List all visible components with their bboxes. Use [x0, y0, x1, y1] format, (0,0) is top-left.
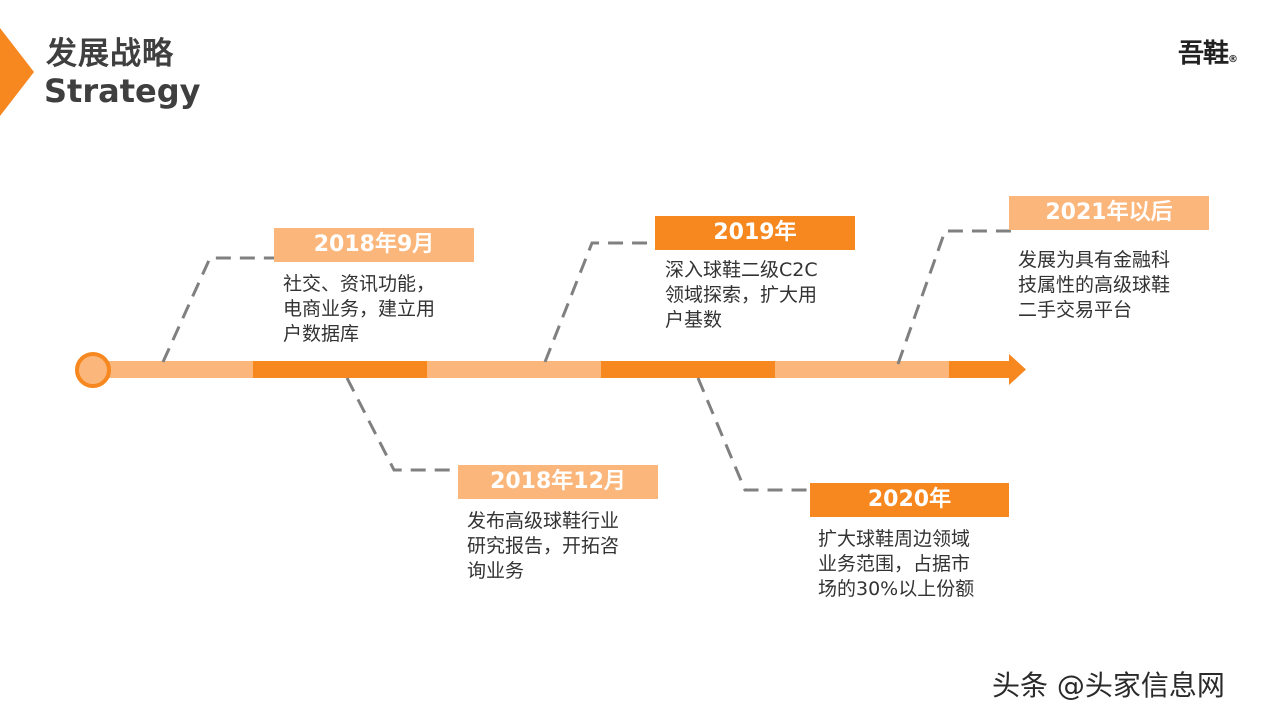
- brand-logo: 吾鞋®: [1178, 33, 1238, 70]
- milestone-date-2021: 2021年以后: [1009, 196, 1209, 230]
- timeline-segment: [253, 361, 427, 378]
- connector-2018-09: [161, 256, 282, 363]
- connector-2019: [543, 241, 662, 363]
- timeline-start-node: [75, 352, 111, 388]
- milestone-date-2020: 2020年: [810, 483, 1009, 517]
- milestone-desc-2018-09: 社交、资讯功能， 电商业务，建立用 户数据库: [283, 273, 436, 345]
- milestone-date-2018-12: 2018年12月: [458, 465, 658, 499]
- page-subtitle: Strategy: [44, 72, 201, 110]
- connector-2021: [896, 229, 1016, 365]
- connector-2018-12: [345, 377, 466, 472]
- timeline-segment: [775, 361, 949, 378]
- milestone-desc-2021: 发展为具有金融科 技属性的高级球鞋 二手交易平台: [1018, 249, 1171, 321]
- milestone-date-2018-09: 2018年9月: [274, 228, 474, 262]
- timeline-segment: [427, 361, 601, 378]
- milestone-desc-2019: 深入球鞋二级C2C 领域探索，扩大用 户基数: [665, 259, 818, 331]
- milestone-desc-2020: 扩大球鞋周边领域 业务范围，占据市 场的30%以上份额: [818, 528, 975, 600]
- milestone-date-2019: 2019年: [655, 216, 855, 250]
- logo-text: 吾鞋: [1178, 39, 1229, 69]
- timeline-arrow-head: [1009, 354, 1026, 385]
- corner-accent-triangle: [0, 28, 34, 116]
- logo-mark: ®: [1228, 54, 1238, 65]
- timeline-segment: [601, 361, 775, 378]
- timeline-segment: [949, 361, 1009, 378]
- connector-2020: [696, 377, 818, 492]
- page-title: 发展战略: [46, 36, 174, 72]
- milestone-desc-2018-12: 发布高级球鞋行业 研究报告，开拓咨 询业务: [467, 510, 620, 582]
- timeline-segment: [93, 361, 253, 378]
- watermark-text: 头条 @头家信息网: [992, 669, 1225, 702]
